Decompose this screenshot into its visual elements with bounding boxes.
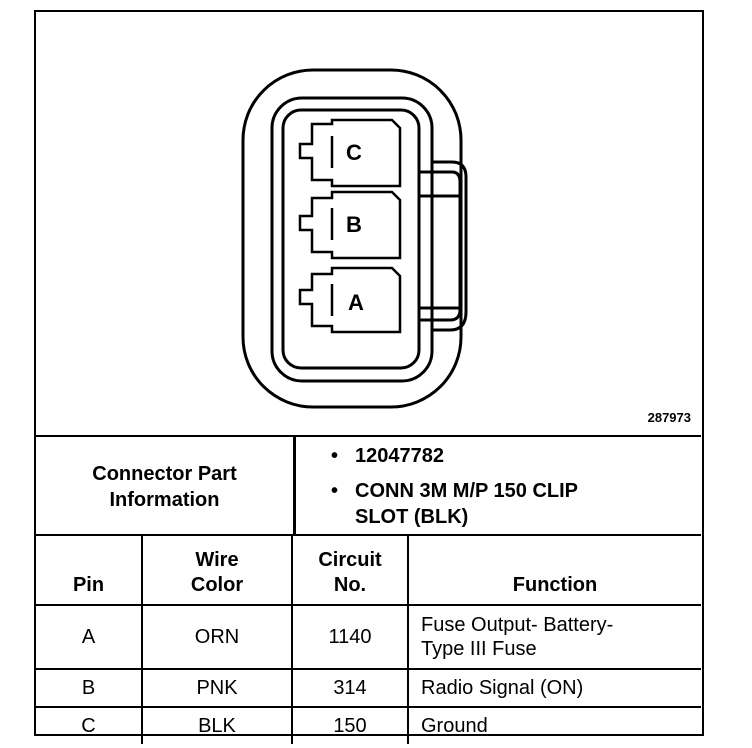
figure-id: 287973 — [647, 410, 691, 425]
header-function: Function — [407, 534, 701, 606]
table-row: C BLK 150 Ground — [36, 706, 701, 744]
header-pin: Pin — [36, 534, 143, 606]
connector-info-title: Connector Part Information — [92, 462, 237, 511]
connector-sheet: C B A 287973 Connector Part Information … — [34, 10, 704, 744]
cell-circuit: 150 — [291, 706, 409, 744]
connector-latch — [432, 160, 468, 332]
connector-drawing — [241, 68, 468, 409]
cell-function: Ground — [407, 706, 701, 744]
cell-function: Radio Signal (ON) — [407, 668, 701, 708]
cell-pin: C — [36, 706, 143, 744]
part-description: CONN 3M M/P 150 CLIP SLOT (BLK) — [331, 478, 578, 530]
cell-function: Fuse Output- Battery- Type III Fuse — [407, 604, 701, 670]
cell-wire-color: BLK — [141, 706, 293, 744]
table-row: A ORN 1140 Fuse Output- Battery- Type II… — [36, 604, 701, 670]
cell-wire-color: ORN — [141, 604, 293, 670]
cell-circuit: 314 — [291, 668, 409, 708]
pin-cavity-c — [298, 118, 402, 188]
header-circuit-no: Circuit No. — [291, 534, 409, 606]
connector-figure: C B A 287973 — [36, 12, 701, 435]
divider — [293, 437, 296, 536]
cell-pin: B — [36, 668, 143, 708]
connector-inner-housing — [270, 96, 434, 383]
connector-part-info: Connector Part Information 12047782 CONN… — [36, 435, 701, 536]
pin-label-b: B — [346, 212, 362, 237]
pin-cavity-b — [298, 190, 402, 260]
pin-cavity-a — [298, 266, 402, 334]
pin-table: Pin Wire Color Circuit No. Function A OR… — [36, 534, 701, 744]
cell-wire-color: PNK — [141, 668, 293, 708]
table-row: B PNK 314 Radio Signal (ON) — [36, 668, 701, 708]
connector-info-list: 12047782 CONN 3M M/P 150 CLIP SLOT (BLK) — [331, 443, 578, 539]
part-number: 12047782 — [331, 443, 578, 469]
cell-pin: A — [36, 604, 143, 670]
cell-circuit: 1140 — [291, 604, 409, 670]
pin-label-c: C — [346, 140, 362, 165]
pin-label-a: A — [348, 290, 364, 315]
table-header-row: Pin Wire Color Circuit No. Function — [36, 534, 701, 606]
header-wire-color: Wire Color — [141, 534, 293, 606]
